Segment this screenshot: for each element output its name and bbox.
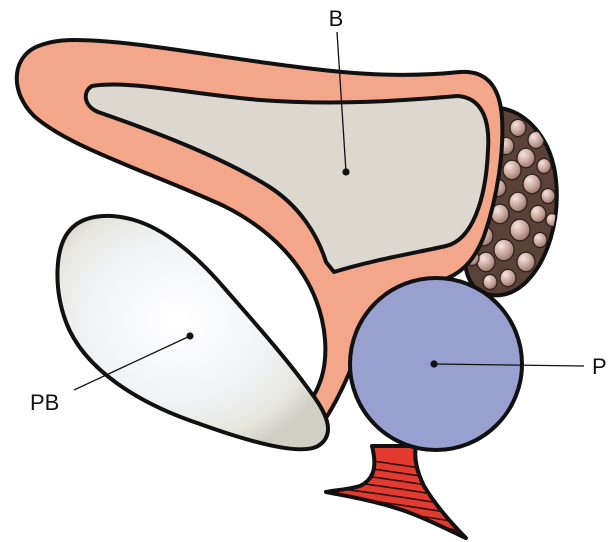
globule: [477, 252, 495, 271]
globule: [503, 160, 521, 179]
globule: [510, 119, 526, 136]
globule: [500, 269, 516, 286]
globule: [509, 192, 527, 211]
globule: [530, 205, 546, 222]
globule: [510, 219, 530, 241]
urethral-sphincter: [300, 446, 480, 542]
globule: [537, 158, 551, 173]
label-b: B: [329, 6, 344, 31]
globule: [533, 232, 547, 247]
globule: [483, 274, 497, 289]
leader-dot-b: [342, 168, 349, 175]
globule: [523, 174, 541, 193]
globule: [494, 239, 514, 261]
globule: [541, 188, 555, 203]
label-pb: PB: [30, 390, 59, 415]
leader-dot-p: [430, 360, 437, 367]
sphincter-stripe: [300, 508, 480, 534]
leader-dot-pb: [186, 332, 193, 339]
globule: [517, 252, 535, 271]
label-p: P: [592, 354, 607, 379]
sphincter-outline: [326, 446, 466, 538]
